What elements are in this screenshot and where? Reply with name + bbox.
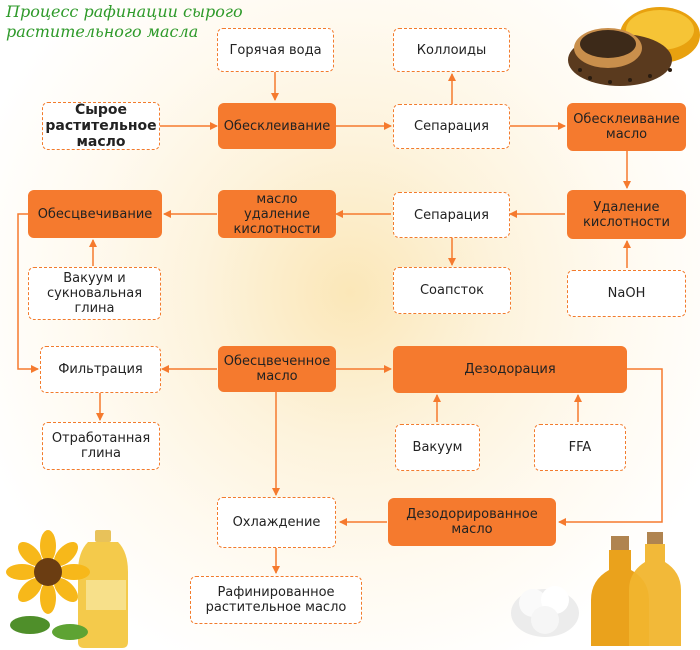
seeds-oil-bowl-image xyxy=(568,7,700,86)
vacuum-clay-node: Вакуум и сукновальная глина xyxy=(28,267,161,320)
bleached-oil-node: Обесцвеченное масло xyxy=(218,346,336,392)
separation-1-node: Сепарация xyxy=(393,104,510,149)
vacuum-node: Вакуум xyxy=(395,424,480,471)
sunflower-bottle-image xyxy=(6,530,128,648)
colloids-node: Коллоиды xyxy=(393,28,510,72)
deodorization-node: Дезодорация xyxy=(393,346,627,393)
page-title: Процесс рафинации сырого растительного м… xyxy=(6,2,246,42)
cooling-node: Охлаждение xyxy=(217,497,336,548)
deacidification-node: Удаление кислотности xyxy=(567,190,686,239)
soapstock-node: Соапсток xyxy=(393,267,511,314)
degumming-node: Обесклеивание xyxy=(218,103,336,149)
ffa-node: FFA xyxy=(534,424,626,471)
bleaching-node: Обесцвечивание xyxy=(28,190,162,238)
title-line-2: растительного масла xyxy=(6,22,199,41)
filtration-node: Фильтрация xyxy=(40,346,161,393)
crude-oil-node: Сырое растительное масло xyxy=(42,102,160,150)
separation-2-node: Сепарация xyxy=(393,192,510,238)
hot-water-node: Горячая вода xyxy=(217,28,334,72)
degummed-oil-node: Обесклеивание масло xyxy=(567,103,686,151)
refined-oil-node: Рафинированное растительное масло xyxy=(190,576,362,624)
spent-clay-node: Отработанная глина xyxy=(42,422,160,470)
cotton-oil-bottles-image xyxy=(511,532,681,646)
deacidified-oil-node: масло удаление кислотности xyxy=(218,190,336,238)
naoh-node: NaOH xyxy=(567,270,686,317)
deodorized-oil-node: Дезодорированное масло xyxy=(388,498,556,546)
title-line-1: Процесс рафинации сырого xyxy=(6,2,243,21)
